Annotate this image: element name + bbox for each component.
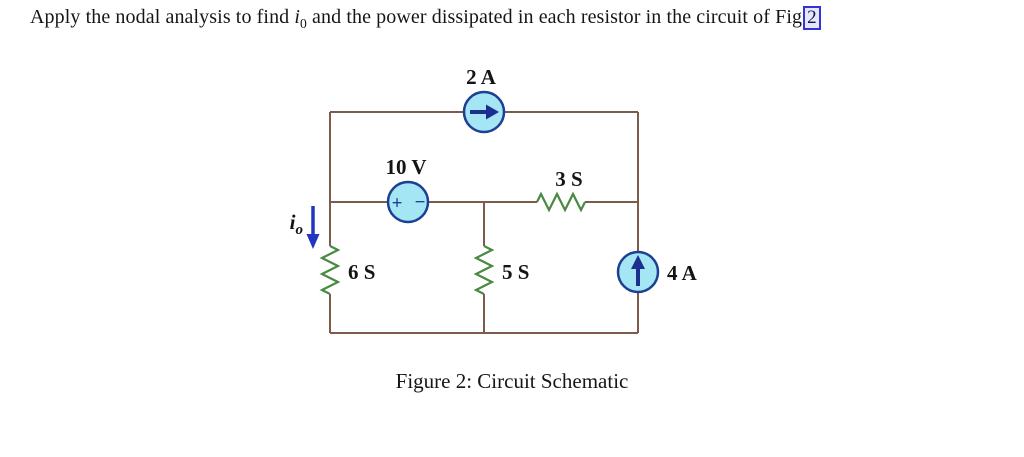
arrow-up-head — [631, 255, 645, 269]
label-5s: 5 S — [502, 260, 529, 284]
problem-text-tail: and the power dissipated in each resisto… — [306, 6, 803, 28]
io-label-subscript: o — [296, 222, 304, 238]
label-3s: 3 S — [555, 167, 582, 191]
wires — [329, 111, 639, 334]
resistor-5s-zigzag — [473, 245, 495, 295]
io-label: io — [290, 210, 303, 238]
arrow-right-head — [486, 104, 499, 120]
voltage-source-10v: + − — [386, 180, 430, 224]
label-2a: 2 A — [466, 65, 497, 89]
io-variable: i — [294, 6, 301, 28]
plus-sign: + — [392, 193, 403, 214]
current-source-4a — [616, 250, 660, 294]
label-6s: 6 S — [348, 260, 375, 284]
io-current-indicator — [306, 206, 320, 249]
label-4a: 4 A — [667, 261, 698, 285]
resistor-6s-zigzag — [319, 245, 341, 295]
io-label-variable: i — [290, 210, 296, 234]
io-arrow-head — [306, 234, 320, 249]
resistor-3s-zigzag — [536, 191, 586, 213]
problem-text-lead: Apply the nodal analysis to find — [30, 6, 295, 28]
problem-statement: Apply the nodal analysis to find i0 and … — [30, 6, 821, 32]
current-source-2a — [462, 90, 506, 134]
io-subscript: 0 — [300, 16, 307, 31]
minus-sign: − — [415, 192, 426, 213]
figure-caption: Figure 2: Circuit Schematic — [395, 369, 629, 393]
figure-reference-link[interactable]: 2 — [803, 6, 821, 30]
label-10v: 10 V — [385, 155, 426, 179]
voltage-source-10v-body — [386, 180, 430, 224]
